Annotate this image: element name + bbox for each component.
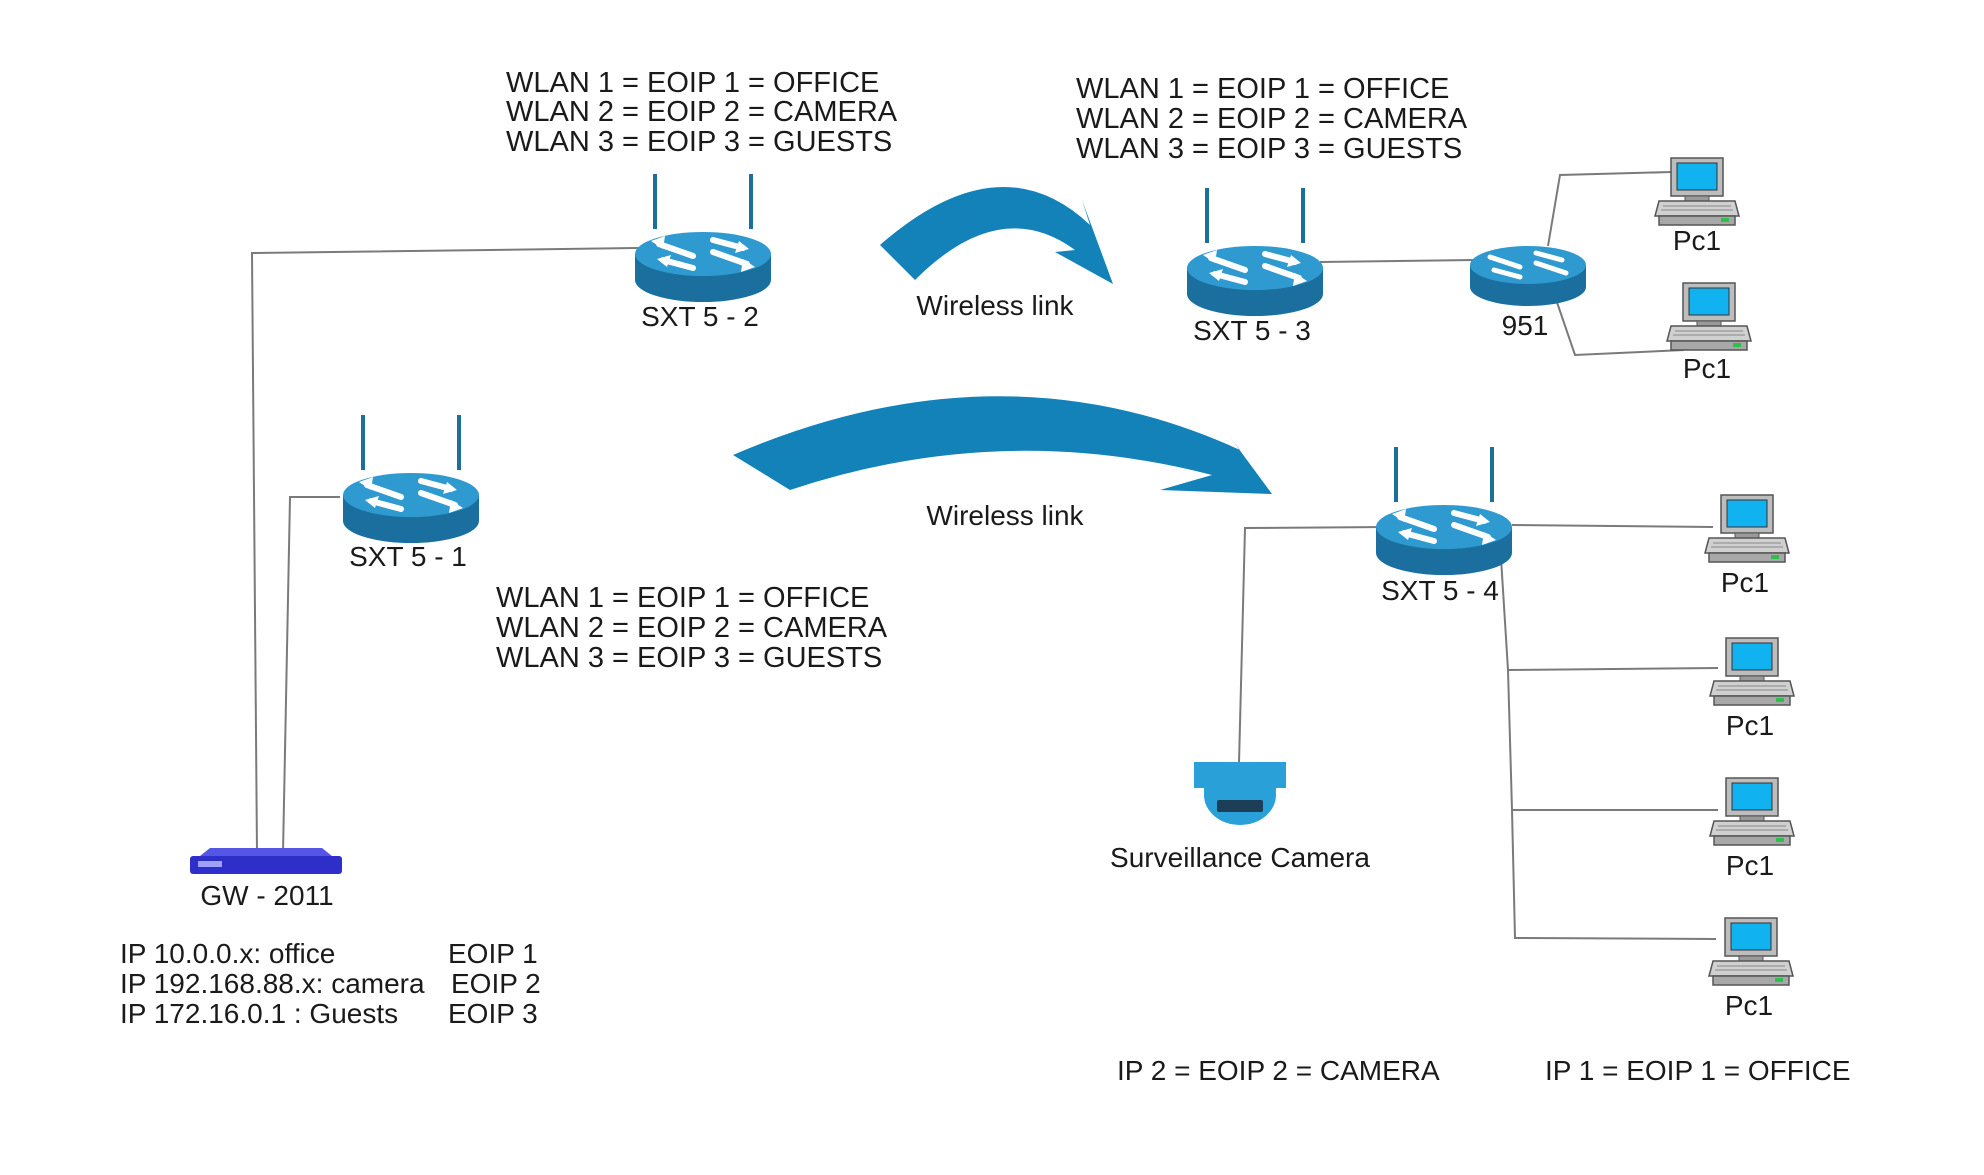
pc-label: Pc1 bbox=[1673, 225, 1721, 256]
router-sxt5-3-icon bbox=[1187, 188, 1323, 316]
pc-icon bbox=[1708, 917, 1794, 986]
eoip-entry: EOIP 3 bbox=[448, 998, 538, 1029]
config-line: WLAN 2 = EOIP 2 = CAMERA bbox=[506, 96, 898, 128]
config-block-sxt5-3: WLAN 1 = EOIP 1 = OFFICE WLAN 2 = EOIP 2… bbox=[1076, 73, 1468, 165]
config-block-sxt5-1: WLAN 1 = EOIP 1 = OFFICE WLAN 2 = EOIP 2… bbox=[496, 582, 888, 674]
surveillance-camera-icon bbox=[1194, 762, 1286, 825]
office-ip-note: IP 1 = EOIP 1 = OFFICE bbox=[1545, 1055, 1851, 1086]
connection-wires bbox=[250, 171, 1719, 940]
router-label-sxt5-4: SXT 5 - 4 bbox=[1381, 575, 1499, 606]
wireless-link-arrow-top bbox=[880, 186, 1113, 284]
gateway-device-icon bbox=[190, 848, 342, 874]
config-line: WLAN 1 = EOIP 1 = OFFICE bbox=[496, 582, 869, 614]
pc-icon bbox=[1704, 494, 1790, 563]
ip-entry: IP 10.0.0.x: office bbox=[120, 938, 335, 969]
router-sxt5-4-icon bbox=[1376, 447, 1512, 575]
camera-ip-note: IP 2 = EOIP 2 = CAMERA bbox=[1117, 1055, 1440, 1086]
pc-label: Pc1 bbox=[1683, 353, 1731, 384]
wireless-link-label: Wireless link bbox=[926, 500, 1084, 531]
config-line: WLAN 1 = EOIP 1 = OFFICE bbox=[506, 67, 879, 99]
pc-icon bbox=[1666, 282, 1752, 351]
router-sxt5-1-icon bbox=[343, 415, 479, 543]
router-label-sxt5-1: SXT 5 - 1 bbox=[349, 541, 467, 572]
config-line: WLAN 3 = EOIP 3 = GUESTS bbox=[506, 126, 892, 158]
config-line: WLAN 1 = EOIP 1 = OFFICE bbox=[1076, 73, 1449, 105]
router-label-sxt5-2: SXT 5 - 2 bbox=[641, 301, 759, 332]
pc-label: Pc1 bbox=[1721, 567, 1769, 598]
camera-label: Surveillance Camera bbox=[1110, 842, 1370, 873]
ip-entry: IP 172.16.0.1 : Guests bbox=[120, 998, 398, 1029]
router-label-951: 951 bbox=[1502, 310, 1549, 341]
ip-entry: IP 192.168.88.x: camera bbox=[120, 968, 425, 999]
pc-label: Pc1 bbox=[1726, 850, 1774, 881]
gateway-label: GW - 2011 bbox=[200, 880, 333, 911]
router-label-sxt5-3: SXT 5 - 3 bbox=[1193, 315, 1311, 346]
gateway-ip-table: IP 10.0.0.x: office EOIP 1 IP 192.168.88… bbox=[120, 938, 541, 1029]
pc-label: Pc1 bbox=[1725, 990, 1773, 1021]
pc-icon bbox=[1654, 157, 1740, 226]
pc-icon bbox=[1709, 777, 1795, 846]
pc-icon bbox=[1709, 637, 1795, 706]
router-sxt5-2-icon bbox=[635, 174, 771, 302]
config-line: WLAN 2 = EOIP 2 = CAMERA bbox=[1076, 103, 1468, 135]
eoip-entry: EOIP 2 bbox=[451, 968, 541, 999]
eoip-entry: EOIP 1 bbox=[448, 938, 538, 969]
config-line: WLAN 3 = EOIP 3 = GUESTS bbox=[1076, 133, 1462, 165]
wireless-link-label: Wireless link bbox=[916, 290, 1074, 321]
config-line: WLAN 3 = EOIP 3 = GUESTS bbox=[496, 642, 882, 674]
pc-label: Pc1 bbox=[1726, 710, 1774, 741]
config-line: WLAN 2 = EOIP 2 = CAMERA bbox=[496, 612, 888, 644]
router-951-icon bbox=[1470, 246, 1586, 306]
wireless-link-arrow-bottom bbox=[733, 396, 1272, 494]
config-block-sxt5-2: WLAN 1 = EOIP 1 = OFFICE WLAN 2 = EOIP 2… bbox=[506, 67, 898, 158]
